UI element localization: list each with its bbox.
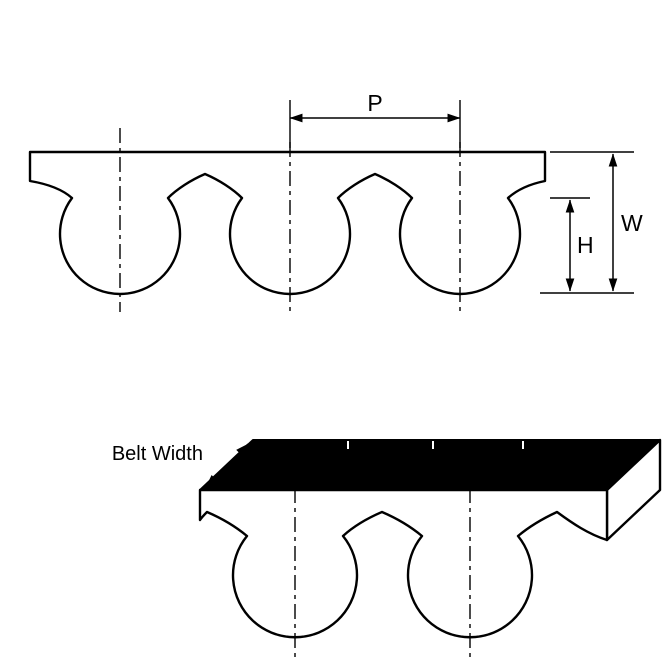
dimension-tooth-height: H	[550, 197, 594, 292]
dimension-label-p: P	[367, 90, 382, 116]
dimension-label-h: H	[577, 232, 594, 258]
dimension-pitch: P	[289, 90, 461, 148]
belt-width-label: Belt Width	[112, 443, 203, 465]
belt-outline	[28, 150, 547, 296]
belt-front-profile	[198, 488, 609, 639]
belt-top-surface	[199, 439, 661, 491]
dimension-label-w: W	[621, 210, 643, 236]
dimension-overall-depth: W	[540, 151, 643, 294]
belt-profile-side-view: P W H	[28, 90, 643, 312]
belt-3d-view: Belt Width	[112, 438, 662, 658]
belt-width-arrow	[205, 443, 249, 488]
belt-width-annotation: Belt Width	[112, 443, 249, 488]
